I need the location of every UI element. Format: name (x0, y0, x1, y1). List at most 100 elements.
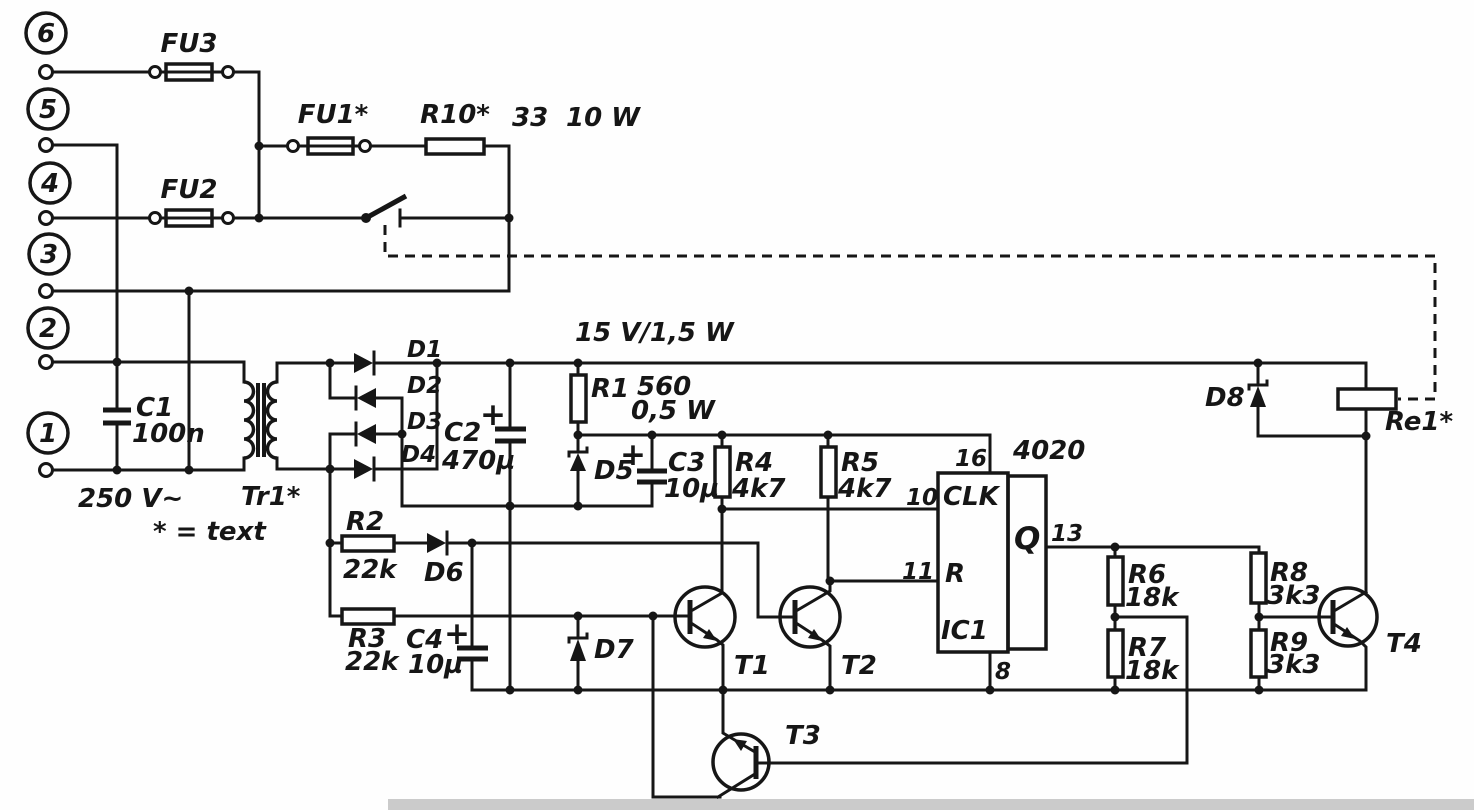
d4-label: D4 (401, 442, 436, 468)
fuse-fu2 (148, 208, 235, 228)
fuse-fu1 (286, 136, 372, 156)
c2-label: C2 (444, 418, 481, 448)
resistor-r10 (424, 137, 486, 156)
ic1-part-number: 4020 (1012, 436, 1085, 466)
c3-plus: + (620, 437, 646, 473)
ic1-q-label: Q (1014, 521, 1040, 557)
mains-voltage-label: 250 V~ (78, 484, 183, 514)
terminal-circles (24, 11, 72, 478)
d5-label: D5 (594, 456, 634, 486)
re1-label: Re1* (1385, 407, 1453, 437)
resistor-r1 (569, 373, 588, 424)
terminal-5-label: 5 (39, 95, 57, 125)
transistor-t4 (1317, 586, 1379, 648)
capacitor-c2 (495, 426, 526, 444)
secondary-winding (265, 380, 278, 460)
fu2-label: FU2 (161, 175, 218, 205)
fu3-label: FU3 (161, 29, 218, 59)
transistor-t3 (711, 732, 771, 792)
primary-winding (243, 380, 256, 460)
terminal-1-label: 1 (39, 419, 57, 449)
supply-label: 15 V/1,5 W (575, 318, 735, 348)
ic1-4020-box (936, 471, 1048, 654)
r4-value: 4k7 (731, 474, 786, 504)
r2-label: R2 (346, 507, 384, 537)
ic1-clk-label: CLK (943, 482, 1001, 512)
diode-d7 (567, 632, 589, 661)
resistor-r5 (819, 445, 838, 499)
resistor-r4 (713, 445, 732, 499)
capacitor-c4 (457, 645, 488, 662)
r9-value: 3k3 (1267, 650, 1320, 680)
fu1-label: FU1* (298, 100, 369, 130)
r8-value: 3k3 (1267, 581, 1320, 611)
ic1-label: IC1 (941, 616, 988, 646)
t4-label: T4 (1386, 629, 1422, 659)
ic1-pin16: 16 (955, 446, 987, 472)
c3-value: 10µ (664, 474, 719, 504)
asterisk-note: * = text (153, 517, 267, 547)
r3-label: R3 (348, 624, 386, 654)
r6-label: R6 (1128, 560, 1166, 590)
d3-label: D3 (407, 409, 442, 435)
r8-label: R8 (1270, 558, 1308, 588)
resistor-r9 (1249, 628, 1268, 679)
r10-value: 33 (512, 103, 548, 133)
diode-d1 (354, 350, 376, 376)
terminal-3-label: 3 (40, 240, 58, 270)
d1-label: D1 (407, 337, 442, 363)
r10-power: 10 W (566, 103, 641, 133)
r7-value: 18k (1125, 656, 1180, 686)
diode-d6 (427, 530, 449, 556)
relay-actuation-dashed-link (383, 225, 1437, 401)
terminal-2-label: 2 (39, 314, 57, 344)
tr1-label: Tr1* (241, 482, 301, 512)
d7-label: D7 (594, 635, 635, 665)
c4-value: 10µ (408, 650, 463, 680)
r9-label: R9 (1270, 628, 1308, 658)
transistor-t2 (778, 585, 842, 649)
resistor-r2 (340, 534, 396, 553)
transformer-tr1 (243, 380, 278, 460)
c2-plus: + (480, 397, 506, 433)
c2-value: 470µ (441, 446, 515, 476)
c3-label: C3 (668, 448, 705, 478)
c4-label: C4 (406, 625, 443, 655)
capacitor-c1 (103, 407, 131, 426)
ic1-pin13: 13 (1051, 521, 1083, 547)
diode-d2 (354, 385, 376, 411)
t1-label: T1 (734, 651, 770, 681)
resistor-r3 (340, 607, 396, 626)
diode-d4 (354, 456, 376, 482)
ic1-reset-label: R (945, 559, 965, 589)
c1-label: C1 (136, 393, 173, 423)
diode-d8 (1247, 379, 1269, 407)
terminal-4-label: 4 (40, 169, 59, 199)
d2-label: D2 (407, 373, 442, 399)
c4-plus: + (444, 616, 470, 652)
capacitor-c3 (637, 468, 667, 485)
d8-label: D8 (1205, 383, 1245, 413)
r1-label: R1 (591, 374, 629, 404)
resistor-r7 (1106, 628, 1125, 679)
ic1-pin8: 8 (995, 659, 1011, 685)
r1-value: 560 (637, 372, 691, 402)
transistor-t1 (673, 585, 737, 649)
r6-value: 18k (1125, 583, 1180, 613)
fuse-fu3 (148, 62, 235, 82)
r7-label: R7 (1128, 633, 1167, 663)
junction-dots (112, 141, 1371, 695)
r2-value: 22k (343, 555, 398, 585)
t3-label: T3 (785, 721, 821, 751)
t2-label: T2 (841, 651, 877, 681)
relay-contact-switch (361, 193, 408, 228)
resistor-r8 (1249, 551, 1268, 605)
ic1-pin11: 11 (902, 559, 934, 585)
r5-label: R5 (841, 448, 879, 478)
diode-d5 (567, 446, 589, 471)
resistor-r6 (1106, 555, 1125, 607)
ic1-pin10: 10 (906, 485, 938, 511)
terminal-6-label: 6 (37, 19, 55, 49)
